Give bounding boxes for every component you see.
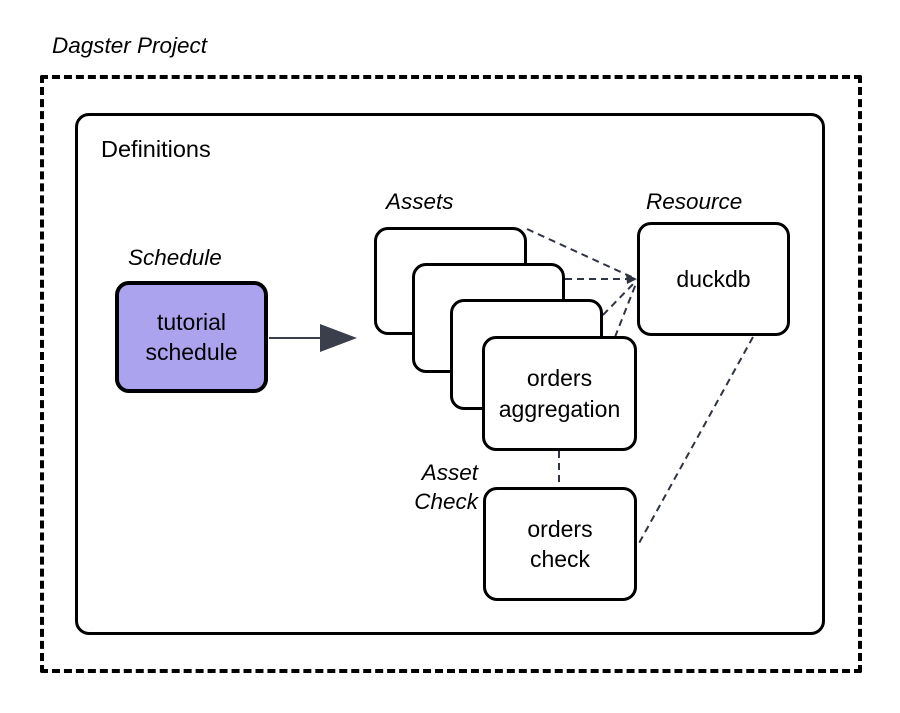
node-orders-check-line2: check xyxy=(529,546,591,572)
node-duckdb-resource[interactable]: duckdb xyxy=(637,222,790,336)
node-tutorial-schedule[interactable]: tutorial schedule xyxy=(115,281,268,393)
schedule-group-label: Schedule xyxy=(128,245,222,270)
page-title: Dagster Project xyxy=(52,33,208,58)
node-orders-aggregation[interactable]: orders aggregation xyxy=(482,336,637,451)
definitions-container xyxy=(75,113,825,635)
assets-group-label: Assets xyxy=(386,189,454,214)
node-orders-check[interactable]: orders check xyxy=(483,487,637,601)
node-tutorial-schedule-line1: tutorial xyxy=(156,308,227,335)
node-orders-aggregation-line2: aggregation xyxy=(498,395,621,422)
definitions-label: Definitions xyxy=(101,136,211,162)
node-tutorial-schedule-line2: schedule xyxy=(145,339,238,365)
node-orders-aggregation-line1: orders xyxy=(526,365,593,392)
node-duckdb-resource-line1: duckdb xyxy=(676,265,751,292)
project-boundary xyxy=(40,75,862,673)
node-orders-check-line1: orders xyxy=(527,515,593,542)
resource-group-label: Resource xyxy=(646,189,743,214)
asset-check-group-label: Asset Check xyxy=(414,460,478,515)
